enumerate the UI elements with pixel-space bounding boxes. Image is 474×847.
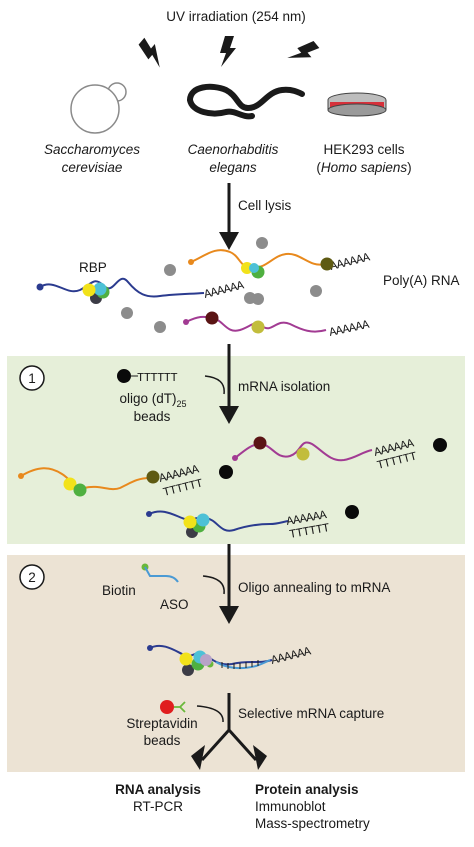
biotin-label: Biotin: [102, 583, 136, 598]
uv-bolt-left-icon: [138, 37, 160, 68]
uv-label: UV irradiation (254 nm): [166, 9, 306, 24]
svg-text:AAAAAA: AAAAAA: [328, 318, 372, 340]
step1-number-badge: [19, 365, 45, 391]
svg-text:TTTTTT: TTTTTT: [288, 521, 330, 542]
mrna-isolation-label: mRNA isolation: [238, 379, 330, 394]
svg-text:AAAAAA: AAAAAA: [203, 278, 247, 302]
organism-worm-line1: Caenorhabditis: [188, 142, 279, 157]
oligo-annealing-label: Oligo annealing to mRNA: [238, 580, 390, 595]
rbp-label: RBP: [79, 260, 107, 275]
organism-worm-line2: elegans: [209, 160, 257, 175]
streptavidin-bead-icon: [160, 700, 186, 714]
selective-capture-label: Selective mRNA capture: [238, 706, 384, 721]
streptavidin-beads-label: beads: [144, 733, 181, 748]
capture-split-arrow-icon: [191, 693, 267, 770]
step1-number: 1: [28, 371, 36, 386]
yeast-cell-icon: [70, 82, 127, 134]
uv-bolt-right-icon: [287, 41, 320, 58]
aso-label: ASO: [160, 597, 189, 612]
svg-text:AAAAAA: AAAAAA: [329, 250, 373, 274]
organism-yeast-line1: Saccharomyces: [44, 142, 140, 157]
organism-human-line1: HEK293 cells: [323, 142, 404, 157]
uv-bolt-center-icon: [220, 36, 236, 67]
protein-analysis-title: Protein analysis: [255, 782, 359, 797]
lysate-rbp-cluster-purple: [205, 311, 265, 334]
petri-dish-icon: [327, 92, 387, 117]
rna-analysis-title: RNA analysis: [115, 782, 201, 797]
step1-arrow-icon: [204, 344, 239, 424]
protein-analysis-item: Immunoblot: [255, 799, 326, 814]
captured-mrna-blue: AAAAAA TTTTTT: [146, 505, 359, 542]
rna-analysis-item: RT-PCR: [133, 799, 183, 814]
biotin-aso-icon: [141, 563, 179, 583]
oligo-dt-seq: TTTTTT: [137, 371, 178, 385]
protein-analysis-item: Mass-spectrometry: [255, 816, 370, 831]
lysate-rna-blue: AAAAAA: [36, 277, 247, 302]
lysate-rbp-cluster-left: [82, 282, 110, 304]
cell-lysis-arrow-icon: [219, 183, 239, 250]
cell-lysis-label: Cell lysis: [238, 198, 292, 213]
lysate-rna-orange: AAAAAA: [188, 249, 373, 274]
polya-rna-label: Poly(A) RNA: [383, 273, 460, 288]
organism-human-line2: (Homo sapiens): [316, 160, 411, 175]
organism-yeast-line2: cerevisiae: [62, 160, 123, 175]
step2-number-badge: [19, 564, 45, 590]
step1-panel: [7, 356, 465, 544]
free-proteins: [121, 237, 322, 333]
step2-arrow-icon: [202, 544, 239, 624]
step2-number: 2: [28, 570, 36, 585]
streptavidin-label: Streptavidin: [126, 716, 197, 731]
oligo-beads-label: beads: [134, 409, 171, 424]
worm-icon: [187, 83, 305, 120]
lysate-rbp-cluster-orange: [241, 257, 334, 279]
oligo-dt-bead-icon: [117, 369, 131, 383]
oligo-dt-label: oligo (dT)25: [119, 391, 186, 409]
